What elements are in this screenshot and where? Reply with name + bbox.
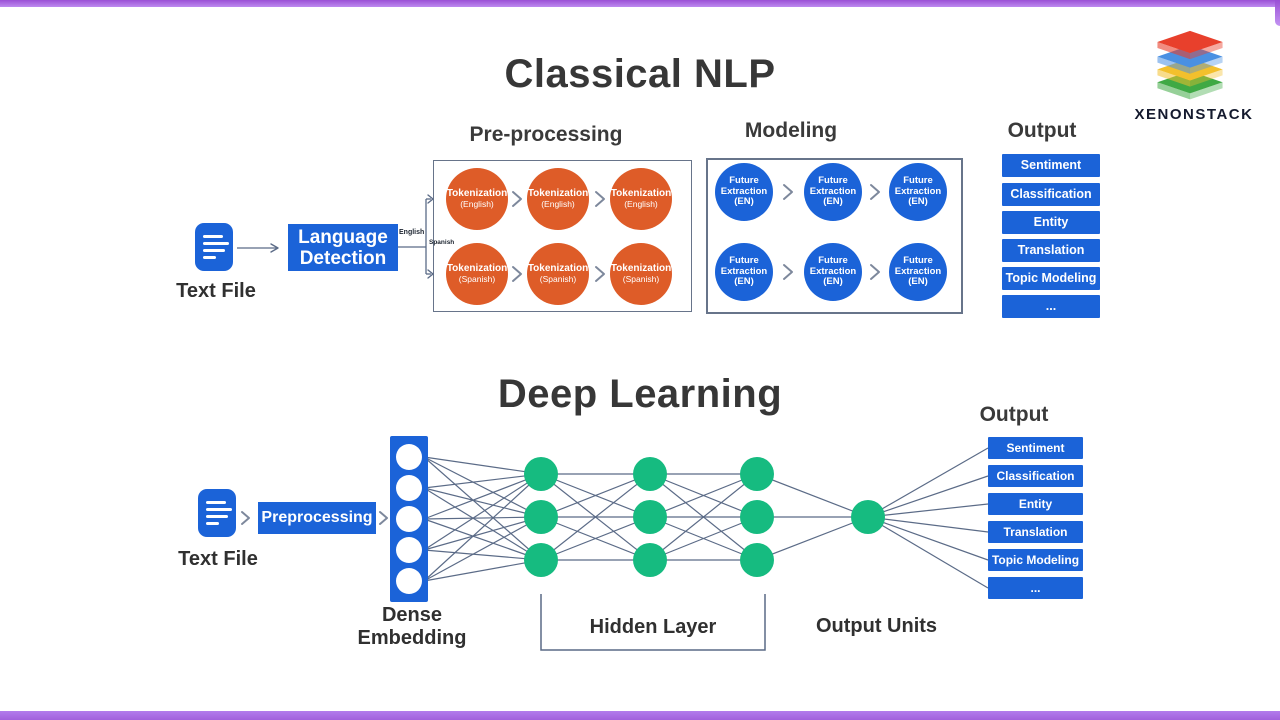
output-unit-node <box>851 500 885 534</box>
xenonstack-logo-text: XENONSTACK <box>1134 106 1254 123</box>
xenonstack-logo-icon <box>1157 30 1223 100</box>
hidden-unit <box>740 543 774 577</box>
tokenization-spanish-node-2: Tokenization (Spanish) <box>527 243 589 305</box>
classical-nlp-title: Classical NLP <box>504 52 776 96</box>
dense-embedding-label: Dense Embedding <box>357 604 467 649</box>
future-extraction-node-6: Future Extraction (EN) <box>889 243 947 301</box>
hidden-unit <box>524 500 558 534</box>
future-extraction-node-3: Future Extraction (EN) <box>889 163 947 221</box>
output-units-label: Output Units <box>815 615 938 637</box>
hidden-unit <box>524 457 558 491</box>
future-extraction-node-5: Future Extraction (EN) <box>804 243 862 301</box>
classical-output-item-classification: Classification <box>1002 183 1100 206</box>
tokenization-english-node-2: Tokenization (English) <box>527 168 589 230</box>
language-detection-line1: Language <box>298 226 388 248</box>
future-extraction-node-1: Future Extraction (EN) <box>715 163 773 221</box>
tokenization-english-node-1: Tokenization (English) <box>446 168 508 230</box>
deep-learning-title: Deep Learning <box>497 372 783 416</box>
tokenization-english-node-3: Tokenization (English) <box>610 168 672 230</box>
future-extraction-node-4: Future Extraction (EN) <box>715 243 773 301</box>
hidden-unit <box>524 543 558 577</box>
language-detection-box: Language Detection <box>288 224 398 271</box>
hidden-unit <box>740 457 774 491</box>
classical-output-item-entity-extraction: Entity Extraction <box>1002 211 1100 252</box>
bottom-frame-bar <box>0 711 1280 720</box>
text-file-icon <box>198 489 236 537</box>
future-extraction-node-2: Future Extraction (EN) <box>804 163 862 221</box>
language-detection-line2: Detection <box>299 247 387 269</box>
deep-output-item-topic-modeling: Topic Modeling <box>988 549 1083 571</box>
embedding-unit <box>396 537 422 563</box>
english-branch-label: English <box>399 229 425 236</box>
top-frame-bar <box>0 0 1280 7</box>
deep-output-item-classification: Classification <box>988 465 1083 487</box>
deep-output-item-entity-extraction: Entity Extraction <box>988 493 1083 533</box>
hidden-unit <box>633 500 667 534</box>
spanish-branch-label: Spanish <box>429 239 455 246</box>
classical-output-heading: Output <box>1007 119 1077 142</box>
tokenization-spanish-node-3: Tokenization (Spanish) <box>610 243 672 305</box>
classical-text-file-label: Text File <box>176 280 256 302</box>
modeling-container <box>706 158 963 314</box>
modeling-stage-label: Modeling <box>744 119 838 142</box>
hidden-unit <box>740 500 774 534</box>
embedding-unit <box>396 444 422 470</box>
tokenization-spanish-node-1: Tokenization (Spanish) <box>446 243 508 305</box>
embedding-unit <box>396 506 422 532</box>
embedding-unit <box>396 568 422 594</box>
right-frame-accent <box>1275 0 1280 26</box>
deep-text-file-label: Text File <box>178 548 258 570</box>
classical-output-item-topic-modeling: Topic Modeling <box>1002 267 1100 290</box>
deep-preprocessing-box: Preprocessing <box>258 502 376 534</box>
classical-output-item-more: ... <box>1002 295 1100 318</box>
preprocessing-stage-label: Pre-processing <box>469 123 623 146</box>
deep-output-heading: Output <box>979 403 1049 426</box>
text-file-icon <box>195 223 233 271</box>
classical-output-item-translation: Translation <box>1002 239 1100 262</box>
hidden-unit <box>633 457 667 491</box>
hidden-layer-label: Hidden Layer <box>589 616 717 638</box>
embedding-unit <box>396 475 422 501</box>
deep-output-item-sentiment: Sentiment <box>988 437 1083 459</box>
deep-output-item-more: ... <box>988 577 1083 599</box>
classical-output-item-sentiment: Sentiment <box>1002 154 1100 177</box>
hidden-unit <box>633 543 667 577</box>
deep-output-item-translation: Translation <box>988 521 1083 543</box>
preprocessing-container <box>433 160 692 312</box>
